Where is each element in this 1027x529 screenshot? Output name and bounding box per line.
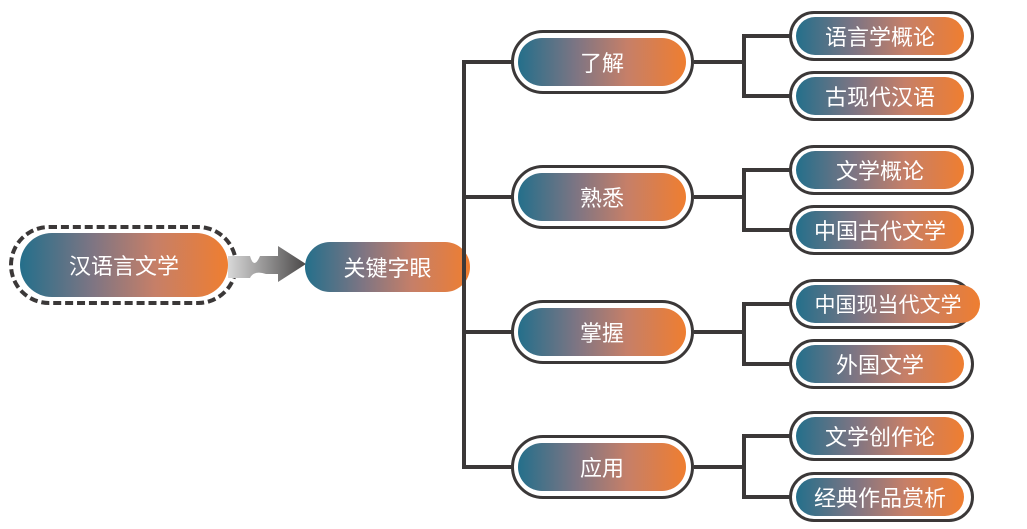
branch-connector [462, 195, 514, 199]
child-connector [742, 302, 792, 306]
child-node[interactable]: 经典作品赏析 [796, 478, 964, 516]
center-node[interactable]: 关键字眼 [305, 242, 470, 292]
child-connector [742, 228, 792, 232]
child-connector [742, 168, 792, 172]
trunk-line [462, 62, 466, 469]
child-node-label: 外国文学 [835, 354, 924, 379]
branch-node[interactable]: 熟悉 [518, 173, 686, 221]
child-node[interactable]: 语言学概论 [796, 17, 964, 55]
branch-to-children-line [694, 465, 744, 469]
child-connector [742, 495, 792, 499]
children-vertical-line [742, 434, 746, 499]
branch-node-label: 掌握 [579, 322, 624, 347]
branch-connector [462, 60, 514, 64]
child-connector [742, 94, 792, 98]
child-connector [742, 362, 792, 366]
child-node-label: 语言学概论 [824, 26, 935, 51]
child-node-label: 文学创作论 [824, 426, 935, 451]
child-node-label: 古现代汉语 [824, 86, 935, 111]
branch-to-children-line [694, 330, 744, 334]
branch-node[interactable]: 应用 [518, 443, 686, 491]
child-node[interactable]: 文学概论 [796, 151, 964, 189]
child-node[interactable]: 中国古代文学 [796, 211, 964, 249]
branch-connector [462, 465, 514, 469]
child-node-label: 经典作品赏析 [813, 487, 946, 512]
branch-connector [462, 330, 514, 334]
branch-node-label: 熟悉 [579, 187, 624, 212]
child-node[interactable]: 外国文学 [796, 345, 964, 383]
branch-to-children-line [694, 60, 744, 64]
root-node[interactable]: 汉语言文学 [20, 233, 228, 297]
branch-node[interactable]: 了解 [518, 38, 686, 86]
center-node-label: 关键字眼 [343, 257, 432, 282]
branch-node-label: 应用 [579, 457, 624, 482]
children-vertical-line [742, 168, 746, 232]
child-node[interactable]: 中国现当代文学 [796, 285, 980, 323]
child-connector [742, 434, 792, 438]
branch-node[interactable]: 掌握 [518, 308, 686, 356]
child-connector [742, 34, 792, 38]
branch-node-label: 了解 [579, 52, 624, 77]
children-vertical-line [742, 34, 746, 98]
child-node-label: 中国古代文学 [813, 220, 946, 245]
branch-to-children-line [694, 195, 744, 199]
root-node-label: 汉语言文学 [68, 255, 179, 280]
children-vertical-line [742, 302, 746, 366]
child-node[interactable]: 文学创作论 [796, 417, 964, 455]
arrow-icon [228, 246, 306, 282]
child-node[interactable]: 古现代汉语 [796, 77, 964, 115]
child-node-label: 中国现当代文学 [814, 293, 962, 317]
child-node-label: 文学概论 [835, 160, 924, 185]
